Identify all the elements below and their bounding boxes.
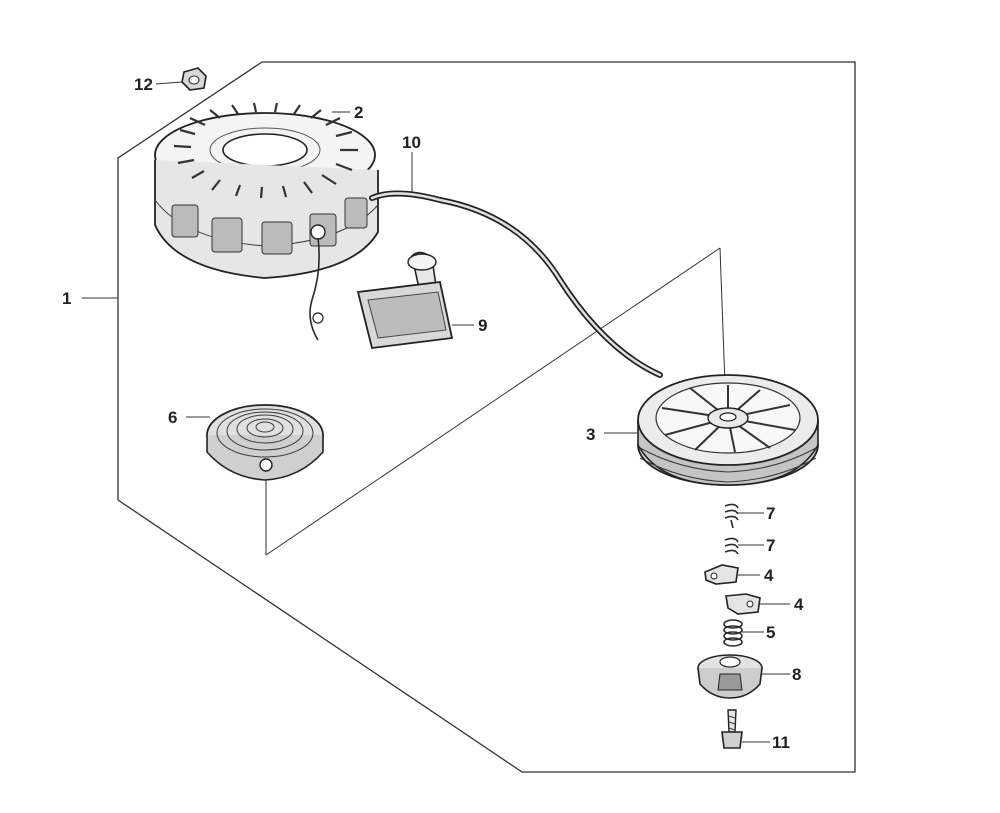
assembly-boundary <box>117 61 856 773</box>
callout-7-upper: 7 <box>766 504 775 523</box>
callout-3: 3 <box>586 425 595 444</box>
callout-2: 2 <box>354 103 363 122</box>
callout-5: 5 <box>766 623 775 642</box>
ratchet-upper <box>704 564 739 585</box>
callout-1: 1 <box>62 289 71 308</box>
recoil-spring <box>206 404 324 481</box>
callout-9: 9 <box>478 316 487 335</box>
callout-4-upper: 4 <box>764 566 774 585</box>
starter-grip <box>356 251 454 349</box>
friction-spring <box>723 619 743 647</box>
callout-11: 11 <box>772 733 790 752</box>
callout-10: 10 <box>402 133 421 152</box>
callout-12: 12 <box>134 75 153 94</box>
callout-6: 6 <box>168 408 177 427</box>
ratchet-spring-upper <box>724 503 739 529</box>
callout-4-lower: 4 <box>794 595 804 614</box>
ratchet-lower <box>725 593 761 615</box>
callout-7-lower: 7 <box>766 536 775 555</box>
callouts: 1 2 3 4 4 5 6 7 7 8 9 10 11 12 <box>62 75 804 752</box>
ratchet-spring-lower <box>724 537 739 555</box>
setting-bolt <box>721 709 743 749</box>
leader-lines <box>82 81 790 743</box>
starter-case <box>154 102 379 341</box>
callout-8: 8 <box>792 665 801 684</box>
starter-reel <box>637 374 819 486</box>
friction-plate <box>697 654 763 699</box>
reference-lines <box>265 247 726 556</box>
flange-nut <box>181 67 207 91</box>
